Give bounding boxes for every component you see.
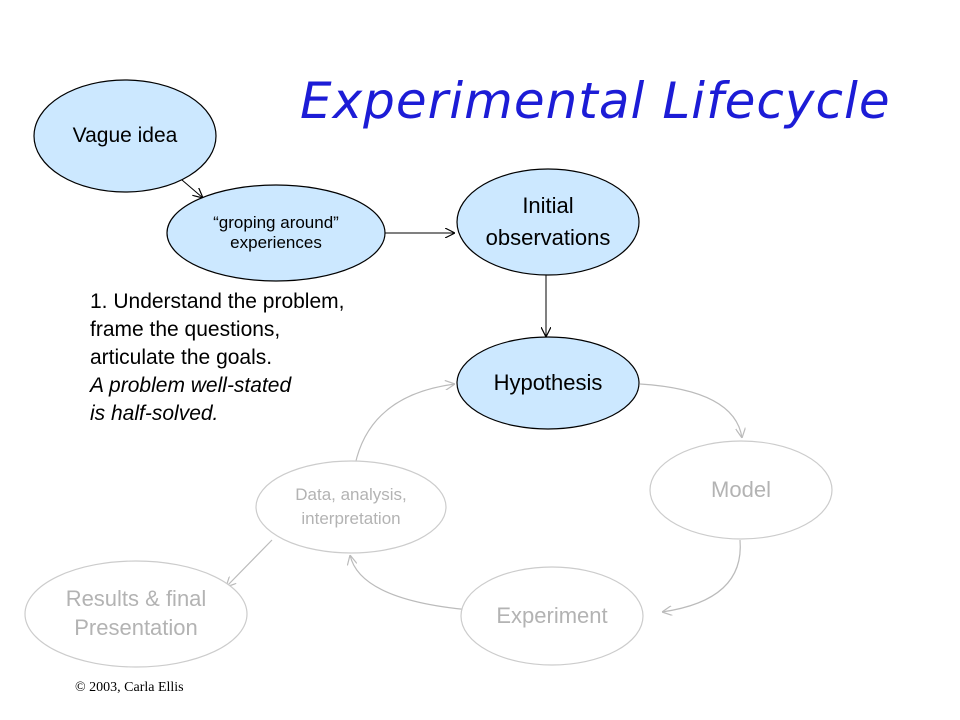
node-hypothesis-label: Hypothesis [493, 369, 603, 395]
node-data-analysis-shape [255, 460, 447, 554]
note-line-4: A problem well-stated [90, 374, 292, 397]
node-initial-observations-label: Initial observations [485, 193, 611, 250]
node-experiment-shape [460, 566, 644, 666]
node-groping-shape [166, 184, 386, 282]
node-groping-label: “groping around” experiences [213, 212, 339, 252]
note-line-2: frame the questions, [90, 318, 281, 341]
node-vague-idea-shape [33, 79, 217, 193]
node-vague-idea-label: Vague idea [72, 124, 178, 148]
node-results-label: Results & final Presentation [65, 586, 207, 640]
note-line-1: 1. Understand the problem, [90, 290, 345, 313]
node-initial-observations-shape [456, 168, 640, 276]
arrow-experiment-to-data [350, 555, 471, 611]
arrow-data-to-results [226, 539, 273, 587]
arrow-data-to-hypothesis [354, 384, 455, 466]
note-line-3: articulate the goals. [90, 346, 273, 369]
slide-title: Experimental Lifecycle [300, 72, 891, 130]
node-experiment-label: Experiment [496, 602, 608, 628]
node-data-analysis-label: Data, analysis, interpretation [295, 485, 407, 528]
explanatory-note: 1. Understand the problem, frame the que… [90, 288, 344, 428]
node-results-shape [24, 560, 248, 668]
arrow-model-to-experiment [662, 539, 741, 612]
node-hypothesis-shape [456, 336, 640, 430]
node-model-shape [649, 440, 833, 540]
note-line-5: is half-solved. [90, 402, 219, 425]
node-model-label: Model [711, 476, 771, 502]
copyright-notice: © 2003, Carla Ellis [75, 680, 184, 695]
arrow-hypothesis-to-model [639, 383, 742, 438]
